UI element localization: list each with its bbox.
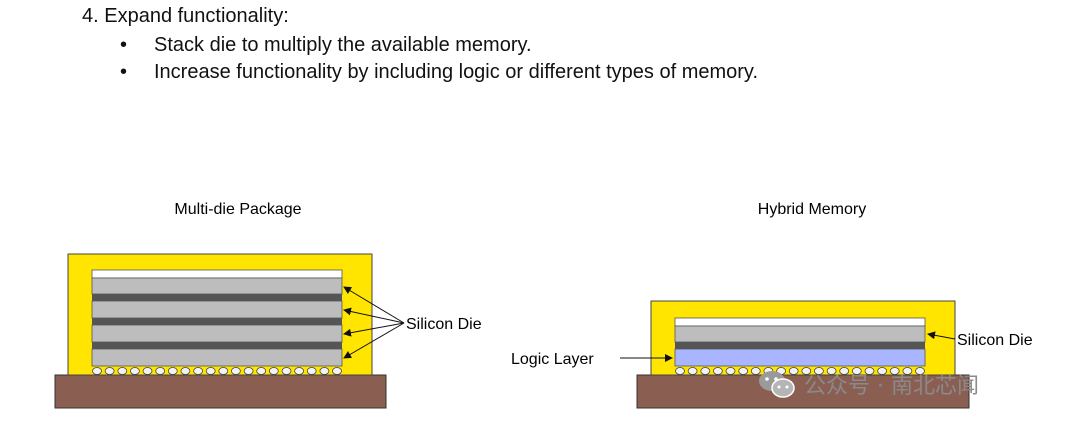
solder-bump (294, 367, 305, 375)
solder-bump (839, 367, 850, 375)
top-cap-left (91, 269, 343, 279)
arrow-line (343, 322, 405, 337)
solder-bump (889, 367, 900, 375)
solder-bump (864, 367, 875, 375)
solder-bump (104, 367, 115, 375)
bullet-item: • Stack die to multiply the available mem… (120, 32, 758, 59)
solder-bump (256, 367, 267, 375)
multi-die-title: Multi-die Package (174, 201, 301, 218)
arrow-line (343, 322, 405, 359)
solder-bump (268, 367, 279, 375)
solder-bump (814, 367, 824, 375)
arrow-line (927, 331, 956, 340)
solder-bump (687, 367, 698, 375)
solder-bump (218, 367, 229, 375)
solder-bump (167, 367, 178, 375)
spacer-layer-left (92, 318, 342, 325)
solder-bump (725, 367, 736, 375)
bullet-list: • Stack die to multiply the available mem… (120, 32, 758, 86)
arrow-line (343, 307, 405, 324)
solder-bump (306, 367, 317, 375)
solder-bump (230, 367, 241, 375)
solder-bump (193, 367, 204, 375)
solder-bump (700, 367, 711, 375)
bullet-dot: • (120, 61, 128, 83)
solder-bump (877, 367, 887, 375)
solder-bump (902, 367, 913, 375)
section-heading: 4. Expand functionality: (82, 5, 289, 27)
solder-bump (801, 367, 812, 375)
solder-bump (675, 367, 685, 375)
solder-bump (788, 367, 799, 375)
solder-bump (915, 367, 925, 375)
watermark-text: 公众号 · 南北芯闻 (804, 374, 979, 399)
die-layer-left (91, 348, 343, 367)
bullet-dot: • (120, 34, 128, 56)
solder-bump (142, 367, 153, 375)
silicon-die-label-right: Silicon Die (957, 332, 1033, 349)
bullet-text: Increase functionality by including logi… (154, 61, 759, 83)
top-cap-right (674, 317, 926, 327)
substrate-right (636, 374, 970, 409)
solder-bump (155, 367, 166, 375)
solder-bump (738, 367, 749, 375)
solder-bump (319, 367, 330, 375)
solder-bump (281, 367, 292, 375)
die-layer-right (674, 325, 926, 343)
die-layer-left (91, 324, 343, 343)
spacer-layer-right (675, 342, 925, 349)
solder-bump (332, 367, 342, 375)
solder-bump (851, 367, 862, 375)
spacer-layer-left (92, 342, 342, 349)
solder-bump (117, 367, 128, 375)
arrow-line (343, 286, 405, 324)
solder-bumps-right (675, 367, 925, 375)
wechat-icon (759, 371, 795, 398)
solder-bumps-left (92, 367, 342, 375)
watermark: 公众号 · 南北芯闻 (758, 368, 979, 400)
solder-bump (92, 367, 102, 375)
solder-bump (826, 367, 837, 375)
solder-bump (243, 367, 254, 375)
hybrid-memory-title: Hybrid Memory (758, 201, 866, 218)
bullet-item: • Increase functionality by including log… (120, 59, 758, 86)
logic-layer-label: Logic Layer (511, 351, 594, 368)
silicon-die-label-left: Silicon Die (406, 316, 482, 333)
bullet-text: Stack die to multiply the available memo… (154, 34, 532, 56)
solder-bump (180, 367, 191, 375)
die-layer-left (91, 277, 343, 295)
solder-bump (713, 367, 723, 375)
solder-bump (750, 367, 761, 375)
substrate-left (54, 374, 387, 409)
solder-bump (129, 367, 140, 375)
solder-bump (205, 367, 216, 375)
spacer-layer-left (92, 294, 342, 301)
logic-layer (674, 348, 926, 367)
die-layer-left (91, 300, 343, 319)
